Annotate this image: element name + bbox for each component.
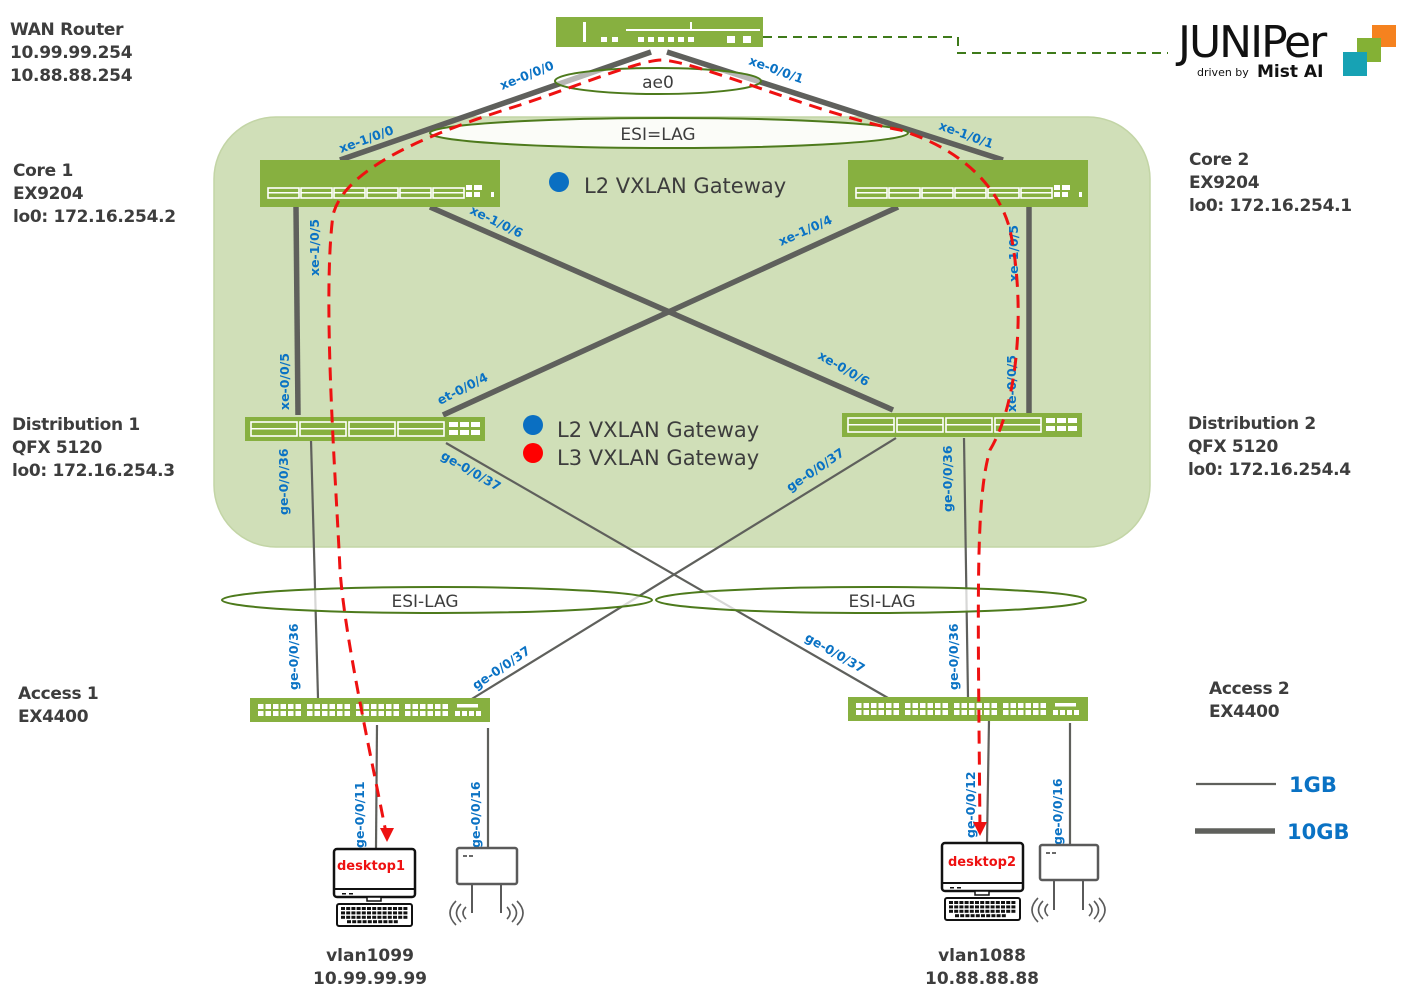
- wan-router-ip2: 10.88.88.254: [10, 66, 133, 86]
- desktop1-info: vlan1099 10.99.99.99: [300, 945, 440, 991]
- juniper-mist-logo: JUNIPer driven by Mist AI: [1175, 17, 1396, 82]
- access2-switch[interactable]: [848, 697, 1088, 721]
- desktop2-info: vlan1088 10.88.88.88: [912, 945, 1052, 991]
- link-core1-dist1[interactable]: [293, 206, 301, 416]
- lag-access1-esi: [221, 586, 653, 614]
- access1-switch[interactable]: [250, 698, 490, 722]
- port-label: ge-0/0/37: [803, 630, 868, 676]
- core2-model: EX9204: [1189, 173, 1260, 193]
- lag-access1-esi-label: ESI-LAG: [391, 592, 458, 612]
- link-core1-dist2[interactable]: [428, 204, 895, 413]
- port-label: xe-0/0/5: [277, 353, 292, 410]
- port-label: ge-0/0/16: [1050, 778, 1065, 845]
- port-label: ge-0/0/16: [468, 781, 483, 848]
- traffic-path: [327, 58, 1020, 839]
- port-label: ge-0/0/36: [286, 623, 301, 690]
- link-dist2-access1[interactable]: [461, 437, 897, 706]
- wan-router-name: WAN Router: [10, 20, 124, 40]
- core1-label: Core 1 EX9204 lo0: 172.16.254.2: [13, 160, 176, 229]
- desktop2-ip: 10.88.88.88: [924, 969, 1039, 989]
- link-dist2-access2[interactable]: [962, 437, 970, 699]
- core1-name: Core 1: [13, 161, 74, 181]
- access2-name: Access 2: [1209, 679, 1290, 699]
- logo-tagline-brand: Mist AI: [1257, 62, 1323, 82]
- lag-access2-esi-label: ESI-LAG: [848, 592, 915, 612]
- distribution1-switch[interactable]: [245, 417, 485, 441]
- link-dist1-access2[interactable]: [445, 442, 889, 699]
- desktop1-vlan: vlan1099: [326, 946, 414, 966]
- distribution1-label: Distribution 1 QFX 5120 lo0: 172.16.254.…: [12, 414, 175, 483]
- lag-ae0-label: ae0: [642, 73, 674, 93]
- core1-loopback: lo0: 172.16.254.2: [13, 207, 176, 227]
- distribution2-loopback: lo0: 172.16.254.4: [1188, 460, 1351, 480]
- access1-label: Access 1 EX4400: [18, 683, 99, 729]
- distribution2-label: Distribution 2 QFX 5120 lo0: 172.16.254.…: [1188, 413, 1351, 482]
- desktop2-vlan: vlan1088: [938, 946, 1026, 966]
- wan-router-device[interactable]: [556, 17, 763, 47]
- path-arrowhead-desktop1: [380, 828, 394, 842]
- port-label: ge-0/0/36: [276, 448, 291, 515]
- logo-brand: JUNIPer: [1175, 17, 1328, 68]
- access2-label: Access 2 EX4400: [1209, 678, 1290, 724]
- port-label: xe-1/0/5: [307, 219, 322, 276]
- access1-name: Access 1: [18, 684, 99, 704]
- access-point2-device[interactable]: [1031, 843, 1106, 923]
- dist-l3-gateway-label: L3 VXLAN Gateway: [557, 446, 759, 470]
- distribution1-model: QFX 5120: [12, 438, 103, 458]
- lag-core-esi-label: ESI=LAG: [620, 125, 695, 145]
- path-arrowhead-desktop2: [973, 822, 987, 836]
- core2-switch[interactable]: [848, 160, 1088, 207]
- port-label: ge-0/0/36: [940, 445, 955, 512]
- core1-switch[interactable]: [260, 160, 500, 207]
- desktop1-name: desktop1: [337, 859, 405, 874]
- legend-1gb-label: 1GB: [1289, 773, 1337, 797]
- port-label: ge-0/0/36: [946, 623, 961, 690]
- desktop1-device[interactable]: desktop1: [332, 847, 417, 927]
- wan-router-label: WAN Router 10.99.99.254 10.88.88.254: [10, 19, 133, 88]
- link-core2-dist1[interactable]: [441, 204, 900, 418]
- distribution1-name: Distribution 1: [12, 415, 140, 435]
- core2-loopback: lo0: 172.16.254.1: [1189, 196, 1352, 216]
- lag-core-esi: [429, 117, 909, 149]
- port-label: ge-0/0/12: [963, 771, 978, 838]
- management-link: [763, 36, 1168, 54]
- l3-gateway-dot: [523, 443, 543, 463]
- l2-gateway-dot: [523, 415, 543, 435]
- distribution2-model: QFX 5120: [1188, 437, 1279, 457]
- desktop2-device[interactable]: desktop2: [940, 841, 1025, 921]
- access1-model: EX4400: [18, 707, 89, 727]
- link-dist1-access1[interactable]: [309, 439, 320, 699]
- legend-10gb-label: 10GB: [1287, 820, 1349, 844]
- port-label: ge-0/0/11: [352, 781, 367, 848]
- logo-tagline-prefix: driven by: [1197, 66, 1249, 79]
- lag-ae0: [554, 67, 762, 95]
- desktop2-name: desktop2: [948, 855, 1016, 870]
- core2-name: Core 2: [1189, 150, 1250, 170]
- core2-label: Core 2 EX9204 lo0: 172.16.254.1: [1189, 149, 1352, 218]
- logo-square-teal: [1343, 52, 1367, 76]
- distribution1-loopback: lo0: 172.16.254.3: [12, 461, 175, 481]
- distribution2-name: Distribution 2: [1188, 414, 1316, 434]
- desktop1-ip: 10.99.99.99: [312, 969, 427, 989]
- dist-l2-gateway-label: L2 VXLAN Gateway: [557, 418, 759, 442]
- l2-gateway-dot: [549, 172, 569, 192]
- link-access2-desktop2[interactable]: [985, 719, 991, 844]
- distribution2-switch[interactable]: [842, 413, 1082, 437]
- core1-model: EX9204: [13, 184, 84, 204]
- core-gateway-label: L2 VXLAN Gateway: [584, 174, 786, 198]
- access-point1-device[interactable]: [449, 846, 524, 926]
- wan-router-ip1: 10.99.99.254: [10, 43, 133, 63]
- access2-model: EX4400: [1209, 702, 1280, 722]
